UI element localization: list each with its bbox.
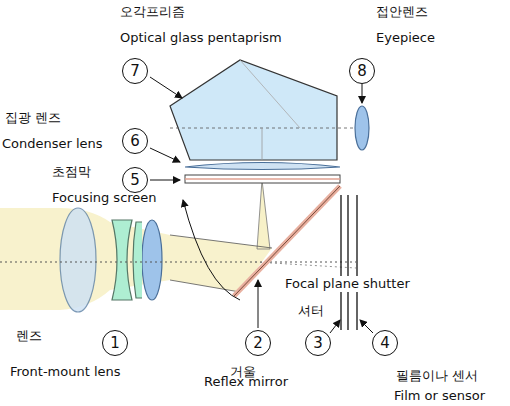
part-label-en: 셔터 — [296, 303, 326, 319]
lens-element — [142, 220, 162, 300]
optical-axis — [0, 262, 356, 263]
callout-circle: 4 — [372, 330, 398, 356]
callout-circle: 2 — [245, 330, 271, 356]
callout-number: 5 — [130, 171, 140, 189]
pentaprism — [170, 60, 337, 160]
part-label-en: Front-mount lens — [8, 364, 123, 380]
callout-number: 8 — [357, 62, 367, 80]
callout-circle: 3 — [305, 330, 331, 356]
part-label-ko: 렌즈 — [14, 328, 44, 344]
part-label-ko: 집광 렌즈 — [3, 110, 63, 126]
lens-element — [112, 220, 132, 300]
callout-circle: 1 — [102, 330, 128, 356]
callout-circle: 5 — [122, 167, 148, 193]
lens-element — [60, 208, 96, 312]
callout-number: 1 — [110, 334, 120, 352]
part-label-en: Eyepiece — [374, 30, 437, 46]
part-label-en: Focusing screen — [50, 190, 159, 206]
eyepiece — [355, 106, 369, 150]
part-label-en: Condenser lens — [0, 136, 105, 152]
part-label-ko: 접안렌즈 — [374, 4, 430, 20]
callout-circle: 7 — [122, 58, 148, 84]
callout-number: 2 — [253, 334, 263, 352]
shutter — [340, 195, 341, 330]
part-label-ko: 필름이나 센서 — [394, 368, 480, 384]
part-label-ko: 초점막 — [50, 164, 93, 180]
condenser-lens — [185, 163, 340, 170]
part-label-en: Film or sensor — [392, 388, 487, 404]
focusing-screen — [185, 175, 340, 183]
part-label-ko: 오각프리즘 — [118, 4, 187, 20]
callout-number: 6 — [130, 132, 140, 150]
callout-number: 4 — [380, 334, 390, 352]
light-up — [257, 180, 270, 249]
callout-circle: 8 — [349, 58, 375, 84]
callout-circle: 6 — [122, 128, 148, 154]
part-label-en: Optical glass pentaprism — [118, 30, 284, 46]
part-label-en: Reflex mirror — [202, 374, 290, 390]
film — [356, 195, 357, 330]
callout-number: 7 — [130, 62, 140, 80]
callout-number: 3 — [313, 334, 323, 352]
part-label-ko: Focal plane shutter — [283, 276, 412, 292]
